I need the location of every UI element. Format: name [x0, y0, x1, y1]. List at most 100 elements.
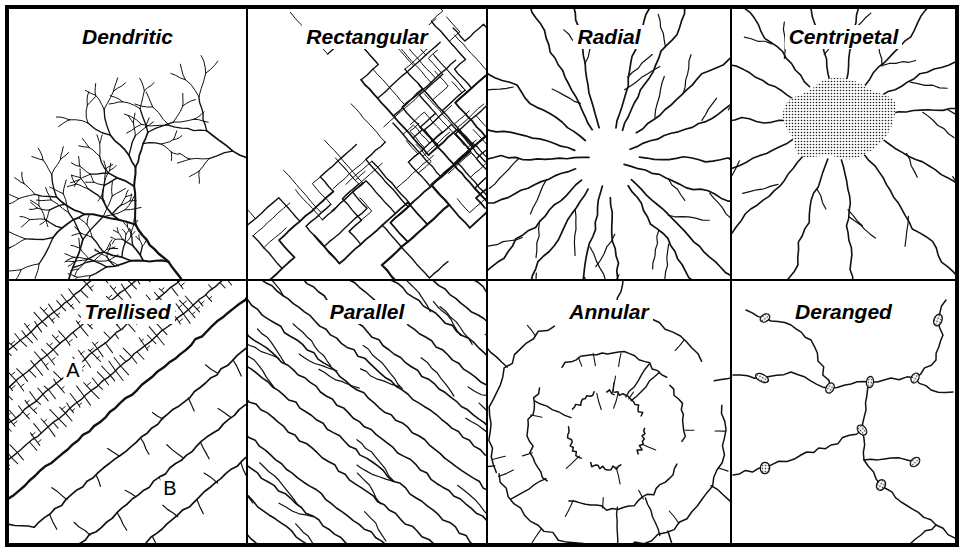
stream-line: [50, 187, 63, 194]
stream-line: [415, 358, 460, 397]
stream-line: [74, 269, 78, 277]
stream-line: [248, 356, 486, 543]
stream-line: [56, 117, 69, 120]
stream-line: [488, 302, 507, 367]
stream-line: [458, 104, 484, 127]
stream-line: [65, 413, 72, 421]
stream-line: [226, 281, 232, 285]
stream-line: [248, 323, 279, 366]
stream-line: [92, 237, 104, 252]
stream-line: [133, 245, 144, 260]
stream-line: [110, 375, 115, 381]
stream-line: [150, 537, 167, 543]
stream-line: [111, 237, 116, 239]
stream-line: [136, 281, 140, 284]
stream-line: [157, 336, 165, 345]
stream-line: [143, 281, 150, 282]
stream-line: [123, 348, 131, 358]
stream-line: [497, 189, 588, 279]
stream-line: [69, 120, 87, 123]
stream-line: [19, 194, 35, 198]
stream-line: [23, 411, 30, 419]
stream-line: [489, 159, 518, 189]
stream-line: [536, 221, 540, 257]
stream-line: [141, 339, 144, 341]
pattern-panel: Annular: [487, 280, 731, 544]
stream-line: [44, 385, 48, 390]
stream-line: [131, 234, 133, 246]
stream-line: [194, 500, 206, 514]
small-lake: [855, 423, 868, 437]
stream-line: [639, 152, 730, 162]
stream-line: [69, 339, 73, 342]
stream-line: [97, 356, 100, 358]
stream-line: [209, 285, 213, 289]
stream-line: [22, 172, 24, 183]
stream-line: [61, 294, 67, 301]
stream-line: [251, 329, 290, 363]
stream-line: [92, 353, 100, 363]
stream-line: [455, 73, 486, 111]
stream-line: [30, 442, 37, 450]
stream-line: [173, 106, 182, 122]
stream-line: [675, 340, 684, 350]
stream-line: [366, 142, 408, 207]
stream-line: [61, 387, 64, 389]
stream-line: [100, 135, 102, 143]
stream-line: [54, 312, 59, 318]
stream-line: [39, 237, 53, 263]
stream-line: [162, 288, 165, 290]
stream-line: [46, 514, 59, 529]
stream-line: [78, 350, 86, 359]
stream-line: [9, 194, 19, 199]
stream-line: [626, 364, 649, 397]
stream-line: [31, 202, 38, 208]
stream-line: [732, 117, 786, 132]
stream-line: [332, 192, 353, 211]
stream-line: [110, 166, 117, 171]
stream-line: [95, 95, 104, 109]
stream-line: [36, 400, 40, 405]
stream-line: [148, 122, 174, 132]
stream-line: [473, 403, 486, 451]
stream-line: [248, 347, 486, 543]
stream-line: [62, 407, 65, 410]
stream-line: [83, 217, 103, 240]
stream-line: [115, 239, 122, 240]
stream-line: [104, 109, 110, 135]
stream-line: [113, 83, 125, 91]
drainage-pattern: [488, 9, 730, 279]
stream-line: [599, 275, 618, 279]
stream-line: [65, 254, 75, 258]
stream-line: [578, 357, 581, 366]
stream-line: [138, 235, 140, 240]
panel-title: Rectangular: [302, 25, 431, 49]
stream-line: [97, 371, 104, 379]
stream-line: [90, 348, 93, 351]
stream-line: [121, 284, 126, 289]
stream-line: [29, 208, 37, 209]
stream-line: [752, 159, 827, 279]
stream-line: [46, 363, 48, 365]
stream-line: [109, 255, 118, 261]
stream-line: [173, 136, 182, 140]
stream-line: [105, 178, 117, 185]
stream-line: [248, 300, 486, 543]
stream-line: [306, 204, 339, 263]
stream-line: [178, 305, 181, 308]
stream-line: [110, 96, 122, 102]
stream-line: [488, 27, 585, 141]
stream-line: [565, 500, 573, 516]
stream-line: [103, 181, 105, 199]
stream-line: [351, 104, 385, 142]
pattern-panel: Dendritic: [8, 8, 247, 280]
stream-line: [24, 323, 31, 331]
stream-line: [199, 97, 207, 131]
stream-line: [532, 528, 542, 543]
stream-line: [152, 339, 156, 344]
stream-line: [25, 237, 53, 239]
stream-line: [254, 463, 305, 506]
stream-line: [27, 401, 30, 403]
stream-line: [198, 442, 213, 458]
stream-line: [715, 430, 725, 431]
